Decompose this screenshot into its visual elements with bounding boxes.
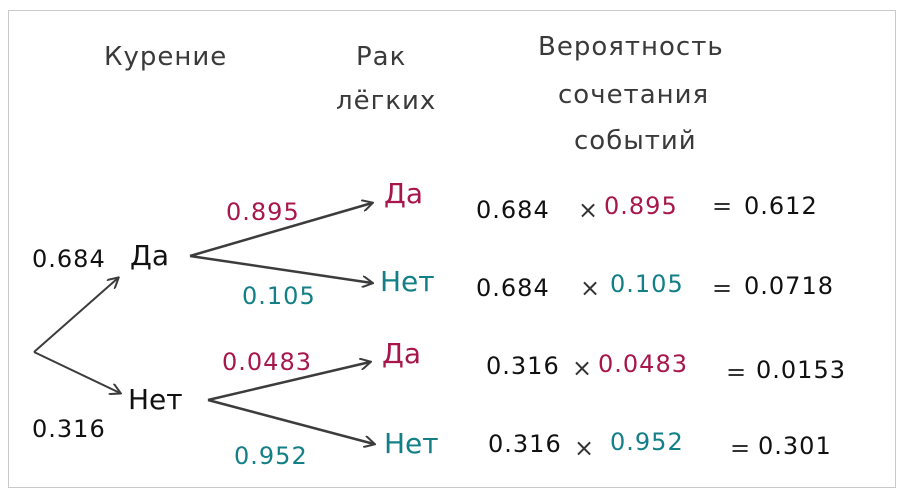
joint-row4-eq: = — [730, 434, 752, 462]
joint-row1-op: × — [578, 196, 600, 224]
prob-yes-cancer-no: 0.105 — [242, 282, 316, 310]
joint-row1-result: 0.612 — [744, 192, 818, 220]
joint-row2-eq: = — [712, 274, 734, 302]
node-smoking-yes: Да — [130, 239, 170, 272]
joint-row2-result: 0.0718 — [744, 272, 834, 300]
prob-smoking-no: 0.316 — [32, 415, 106, 443]
node-cancer-no-1: Нет — [380, 265, 435, 298]
header-smoking: Курение — [104, 42, 228, 72]
joint-row1-b: 0.895 — [604, 192, 678, 220]
joint-row2-a: 0.684 — [476, 274, 550, 302]
edge-yes-no — [189, 254, 372, 283]
joint-row3-a: 0.316 — [486, 352, 560, 380]
edge-no-yes — [207, 362, 370, 402]
diagram-frame — [8, 10, 896, 488]
joint-row2-b: 0.105 — [610, 270, 684, 298]
joint-row4-op: × — [574, 434, 596, 462]
edge-root-yes — [33, 278, 118, 353]
joint-row3-result: 0.0153 — [756, 356, 846, 384]
joint-row4-a: 0.316 — [488, 430, 562, 458]
node-cancer-yes-1: Да — [384, 177, 424, 210]
joint-row4-result: 0.301 — [758, 432, 832, 460]
joint-row3-b: 0.0483 — [598, 350, 688, 378]
joint-row3-op: × — [572, 354, 594, 382]
joint-row1-a: 0.684 — [476, 196, 550, 224]
edge-yes-yes — [189, 203, 372, 258]
prob-yes-cancer-yes: 0.895 — [226, 198, 300, 226]
header-cancer-line1: Рак — [356, 42, 407, 72]
prob-no-cancer-yes: 0.0483 — [222, 348, 312, 376]
header-cancer-line2: лёгких — [336, 86, 437, 116]
node-cancer-no-2: Нет — [384, 427, 439, 460]
node-smoking-no: Нет — [128, 383, 183, 416]
joint-row2-op: × — [580, 274, 602, 302]
header-joint-line3: событий — [574, 126, 697, 156]
header-joint-line1: Вероятность — [538, 32, 724, 62]
header-joint-line2: сочетания — [558, 80, 710, 110]
node-cancer-yes-2: Да — [382, 337, 422, 370]
prob-smoking-yes: 0.684 — [32, 245, 106, 273]
edge-no-no — [207, 398, 374, 444]
edge-root-no — [33, 351, 120, 393]
prob-no-cancer-no: 0.952 — [234, 442, 308, 470]
joint-row4-b: 0.952 — [610, 428, 684, 456]
joint-row1-eq: = — [712, 192, 734, 220]
joint-row3-eq: = — [726, 358, 748, 386]
